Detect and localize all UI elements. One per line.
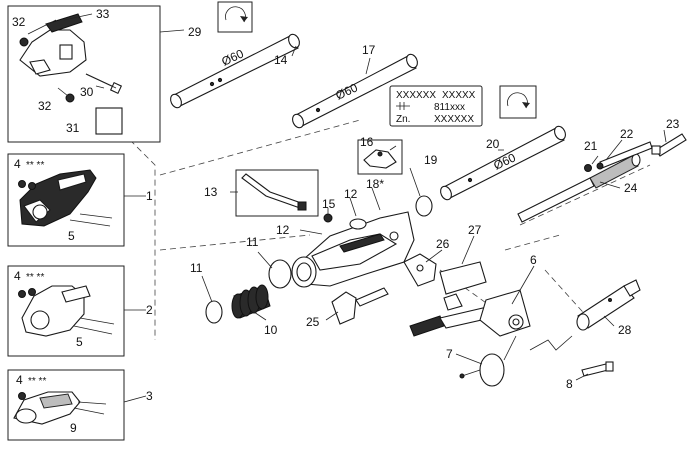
callout-12: 12: [276, 223, 290, 237]
callout-16: 16: [360, 135, 374, 149]
label-sticker: [95, 107, 123, 135]
leader-lines: [27, 13, 667, 381]
inset-frame-3: [7, 369, 125, 441]
rotate-clockwise-icon: [217, 1, 253, 33]
callout-9: 9: [70, 421, 77, 435]
callout-13: 13: [204, 185, 218, 199]
callout-10: 10: [264, 323, 278, 337]
asterisks: ** **: [26, 160, 44, 171]
brake-cable-7: [459, 335, 517, 387]
callout-11: 11: [190, 261, 203, 275]
inset-frame-1: [7, 153, 125, 247]
svg-text:XXXXX: XXXXX: [442, 90, 476, 101]
bellows-10: [231, 284, 271, 319]
callout-33: 33: [96, 7, 110, 21]
callout-15: 15: [322, 197, 336, 211]
ring-11: [205, 300, 223, 324]
callout-3: 3: [146, 389, 153, 403]
callout-5: 5: [76, 335, 83, 349]
callout-17: 17: [362, 43, 376, 57]
drawbar-tube-17: [292, 53, 418, 129]
inset-frame-16: [357, 139, 403, 175]
damper-24: [517, 153, 641, 223]
bolt-8: [581, 361, 614, 377]
asterisks: ** **: [28, 376, 46, 387]
callout-14: 14: [274, 53, 288, 67]
bolt-23: [651, 133, 687, 157]
nut-icon: [323, 213, 333, 223]
handbrake-lever-6: [409, 289, 531, 337]
inset-frame-13: [235, 169, 319, 217]
callout-30: 30: [80, 85, 94, 99]
callout-29: 29: [188, 25, 202, 39]
gas-spring-28: [576, 279, 641, 331]
callout-2: 2: [146, 303, 153, 317]
inset-frame-2: [7, 265, 125, 357]
callout-5: 5: [68, 229, 75, 243]
callout-31: 31: [66, 121, 80, 135]
callout-28: 28: [618, 323, 632, 337]
main-housing: [291, 211, 415, 288]
callout-4: 4: [16, 373, 23, 387]
callout-19: 19: [424, 153, 438, 167]
callout-26: 26: [436, 237, 450, 251]
ring-11: [268, 259, 292, 289]
callout-7: 7: [446, 347, 453, 361]
callout-12: 12: [344, 187, 358, 201]
svg-text:XXXXXX: XXXXXX: [396, 90, 436, 101]
callout-4: 4: [14, 157, 21, 171]
rotate-clockwise-icon: [499, 85, 537, 119]
nameplate: XXXXXX XXXXX 811xxx Zn. XXXXXX: [389, 85, 483, 127]
callout-32: 32: [12, 15, 26, 29]
callout-numbers: 33 32 32 30 31 29 4 ** ** 5 1 4 ** ** 5 …: [12, 7, 680, 435]
callout-18: 18*: [366, 177, 384, 191]
callout-27: 27: [468, 223, 482, 237]
part-25: [331, 287, 389, 325]
callout-25: 25: [306, 315, 320, 329]
svg-text:Zn.: Zn.: [396, 114, 410, 125]
callout-4: 4: [14, 269, 21, 283]
svg-text:811xxx: 811xxx: [434, 102, 465, 113]
callout-23: 23: [666, 117, 680, 131]
callout-32: 32: [38, 99, 52, 113]
spring-link: [529, 335, 573, 351]
callout-21: 21: [584, 139, 598, 153]
inset-frame-29: [7, 5, 161, 143]
bracket-27: [439, 261, 487, 311]
callout-20: 20: [486, 137, 500, 151]
callout-6: 6: [530, 253, 537, 267]
nut-icon: [19, 37, 29, 47]
part-26: [403, 253, 437, 287]
callout-11: 11: [246, 235, 259, 249]
asterisks: ** **: [26, 272, 44, 283]
callout-22: 22: [620, 127, 634, 141]
callout-1: 1: [146, 189, 153, 203]
ring-19: [415, 195, 433, 217]
nut-icon: [584, 164, 592, 172]
callout-24: 24: [624, 181, 638, 195]
drawbar-tube-20: [440, 125, 566, 201]
callout-8: 8: [566, 377, 573, 391]
drawbar-tube-14: [170, 33, 300, 109]
svg-text:XXXXXX: XXXXXX: [434, 114, 474, 125]
